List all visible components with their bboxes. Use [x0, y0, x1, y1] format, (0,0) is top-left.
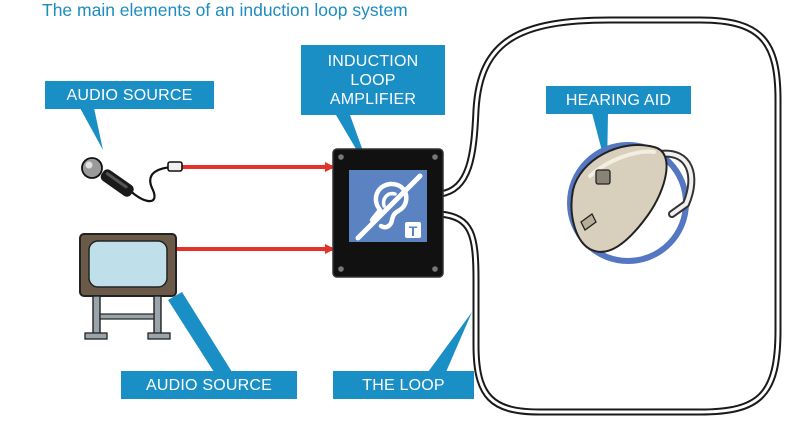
- audio-source-top-pointer: [80, 108, 103, 150]
- amplifier-label: INDUCTION LOOP AMPLIFIER: [301, 45, 445, 115]
- amplifier-box: T: [332, 148, 444, 278]
- amplifier-label-line1: INDUCTION: [327, 52, 419, 70]
- amplifier-label-line2: LOOP: [350, 71, 396, 89]
- the-loop-pointer: [428, 312, 472, 372]
- screw: [432, 154, 438, 160]
- hearing-loop-symbol-icon: [355, 173, 423, 241]
- screw: [338, 154, 344, 160]
- screw: [432, 266, 438, 272]
- hearing-aid-icon: [567, 142, 696, 264]
- amplifier-label-line3: AMPLIFIER: [329, 90, 417, 108]
- diagram-title: The main elements of an induction loop s…: [42, 0, 408, 20]
- television-icon: [79, 233, 177, 340]
- t-badge-text: T: [409, 223, 418, 239]
- audio-source-label-bottom: AUDIO SOURCE: [121, 371, 297, 399]
- hearing-aid-label: HEARING AID: [546, 86, 691, 114]
- audio-source-bottom-pointer: [168, 292, 232, 372]
- t-badge: [405, 222, 421, 238]
- screw: [338, 266, 344, 272]
- audio-source-label-top: AUDIO SOURCE: [45, 81, 214, 109]
- the-loop-label: THE LOOP: [333, 371, 474, 399]
- microphone-icon: [81, 157, 183, 203]
- loop-wire: [436, 16, 782, 416]
